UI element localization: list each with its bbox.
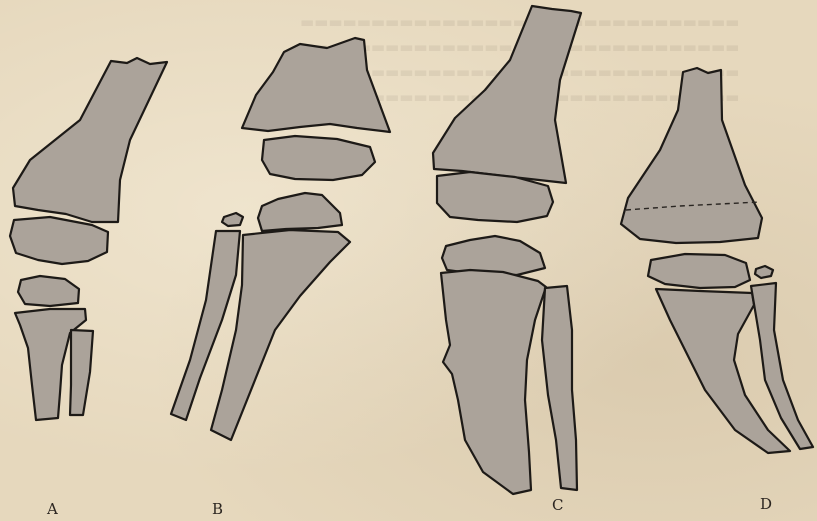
figure-label-a: A	[47, 500, 58, 518]
figure-d	[621, 68, 813, 453]
figure-c-tibia	[441, 270, 546, 494]
figure-b-fibula-epiphysis	[222, 213, 243, 226]
figure-a-fibula	[70, 330, 93, 415]
figure-d-fibula-epiphysis	[755, 266, 773, 278]
figure-a-femur	[13, 58, 167, 222]
figure-a	[10, 58, 167, 420]
figure-b	[171, 38, 390, 440]
figure-d-femoral-epiphysis	[648, 254, 750, 288]
figure-a-tibial-epiphysis	[18, 276, 79, 306]
figure-d-femur	[621, 68, 762, 243]
figure-a-femoral-epiphysis	[10, 217, 108, 264]
figure-label-b: B	[212, 500, 224, 518]
figure-label-d: D	[760, 495, 773, 513]
figure-label-c: C	[552, 496, 564, 514]
figure-c-tibial-epiphysis	[442, 236, 545, 275]
figure-b-femur	[242, 38, 390, 132]
figure-c-femur	[433, 6, 581, 183]
figure-b-tibial-epiphysis	[258, 193, 342, 231]
figure-c	[433, 6, 581, 494]
figure-b-femoral-epiphysis	[262, 136, 375, 180]
figure-c-fibula	[542, 286, 577, 490]
